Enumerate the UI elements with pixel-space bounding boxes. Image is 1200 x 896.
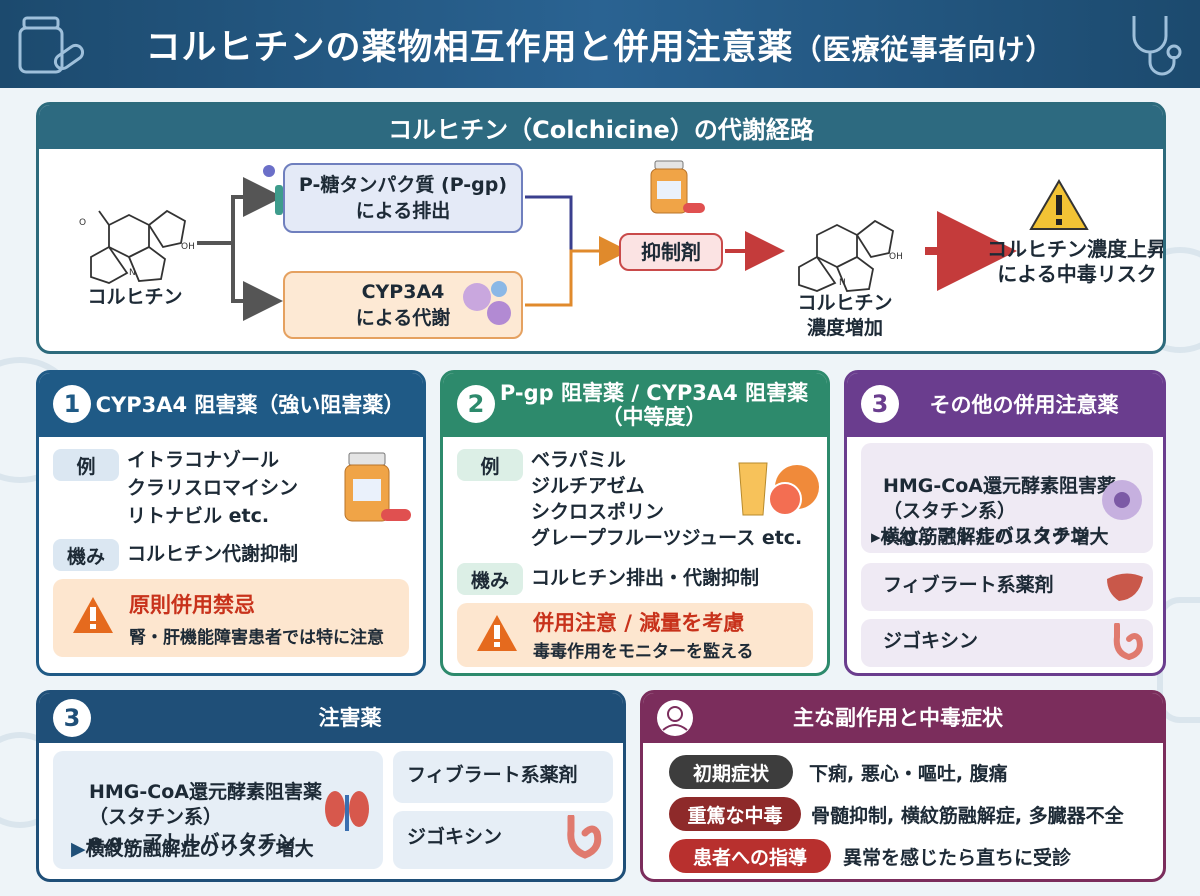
card2-example-0: ベラパミル (531, 449, 626, 471)
svg-text:O: O (79, 218, 86, 228)
enzyme-cell-icon (463, 281, 511, 325)
card-pgp-moderate: 2 P-gp 阻害薬 / CYP3A4 阻害薬 （中等度） 例 ベラパミル ジル… (440, 370, 830, 676)
colchicine-label: コルヒチン (87, 286, 183, 308)
liver-icon (1107, 573, 1143, 601)
card4-title: 3 注害薬 (39, 693, 623, 743)
card-other-drugs: 3 その他の併用注意薬 HMG-CoA還元酵素阻害薬 （スタチン系） e.g..… (844, 370, 1166, 676)
side-effect-tag-1: 重篤な中毒 (669, 797, 801, 831)
card1-example-2: リトナビル etc. (127, 505, 270, 527)
side-effect-text-1: 骨髄抑制, 横紋筋融解症, 多臓器不全 (811, 805, 1124, 827)
page-header: コルヒチンの薬物相互作用と併用注意薬（医療従事者向け） (0, 0, 1200, 88)
stomach-icon (1113, 623, 1143, 661)
stethoscope-icon (1132, 16, 1182, 76)
warning-triangle-icon (1029, 179, 1089, 230)
medicine-bottle-icon (650, 160, 705, 214)
cyp3a4-metabolism-box: CYP3A4 による代謝 (283, 271, 523, 339)
svg-text:N: N (129, 268, 136, 278)
concentration-increase-label: コルヒチン 濃度増加 (797, 292, 893, 339)
card1-warning-sub: 腎・肝機能障害患者では特に注意 (129, 628, 384, 648)
inhibitor-box: 抑制剤 (619, 233, 723, 271)
card3-fibrate-box: フィブラート系薬剤 (861, 563, 1153, 611)
card1-mechanism-tag: 機み (53, 539, 119, 571)
card3-statin-risk: ▸横紋筋融解症のリスク増大 (871, 526, 1109, 548)
card4-statin-risk: ▶横紋筋融解症のリスク増大 (71, 838, 314, 860)
pgp-efflux-box: P-糖タンパク質 (P-gp) による排出 (283, 163, 523, 233)
card4-digoxin-box: ジゴキシン (393, 811, 613, 869)
toxicity-risk-label: コルヒチン濃度上昇 による中毒リスク (987, 237, 1166, 286)
side-effect-tag-0: 初期症状 (669, 755, 793, 789)
svg-text:OH: OH (889, 252, 903, 262)
patient-icon (657, 700, 693, 736)
metabolism-pathway-panel: コルヒチン（Colchicine）の代謝経路 O OH N コルヒチン (36, 102, 1166, 354)
medicine-bottle-icon (344, 452, 411, 522)
card4-number: 3 (53, 699, 91, 737)
side-effect-text-2: 異常を感じたら直ちに受診 (843, 847, 1072, 869)
card2-mechanism-tag: 機み (457, 563, 523, 595)
card-interacting-drugs: 3 注害薬 HMG-CoA還元酵素阻害薬 （スタチン系） e.g.. アトルバス… (36, 690, 626, 882)
card-cyp3a4-strong: 1 CYP3A4 阻害薬（強い阻害薬） 例 イトラコナゾール クラリスロマイシン… (36, 370, 426, 676)
card2-number: 2 (457, 385, 495, 423)
grapefruit-juice-icon (738, 462, 819, 516)
card1-title: 1 CYP3A4 阻害薬（強い阻害薬） (39, 373, 423, 437)
card4-fibrate-box: フィブラート系薬剤 (393, 751, 613, 803)
card1-example-0: イトラコナゾール (127, 449, 280, 471)
card2-example-tag: 例 (457, 449, 523, 481)
warning-icon (477, 615, 517, 651)
card1-warning-box: 原則併用禁忌 腎・肝機能障害患者では特に注意 (53, 579, 409, 657)
side-effect-tag-2: 患者への指導 (669, 839, 831, 873)
card2-example-3: グレープフルーツジュース etc. (531, 527, 803, 549)
kidney-icon (325, 791, 369, 831)
card2-example-2: シクロスポリン (531, 501, 665, 523)
svg-text:N: N (839, 278, 846, 288)
card1-example-tag: 例 (53, 449, 119, 481)
card1-example-1: クラリスロマイシン (127, 477, 299, 499)
card1-warning-title: 原則併用禁忌 (129, 593, 255, 617)
card2-title: 2 P-gp 阻害薬 / CYP3A4 阻害薬 （中等度） (443, 373, 827, 437)
card-side-effects: 主な副作用と中毒症状 初期症状 下痢, 悪心・嘔吐, 腹痛 重篤な中毒 骨髄抑制… (640, 690, 1166, 882)
page-title: コルヒチンの薬物相互作用と併用注意薬（医療従事者向け） (145, 27, 1055, 68)
card2-mechanism: コルヒチン排出・代謝抑制 (531, 567, 760, 589)
warning-icon (73, 597, 113, 633)
pathway-title: コルヒチン（Colchicine）の代謝経路 (39, 105, 1163, 149)
card3-number: 3 (861, 385, 899, 423)
pathway-arrows (197, 177, 1017, 321)
card2-warning-box: 併用注意 / 減量を考慮 毒毒作用をモニターを監える (457, 603, 813, 667)
card3-title: 3 その他の併用注意薬 (847, 373, 1163, 437)
card3-digoxin-box: ジゴキシン (861, 619, 1153, 667)
card2-warning-title: 併用注意 / 減量を考慮 (533, 611, 745, 635)
muscle-cell-icon (1102, 480, 1142, 520)
card2-example-1: ジルチアゼム (531, 475, 645, 497)
side-effect-text-0: 下痢, 悪心・嘔吐, 腹痛 (809, 763, 1008, 785)
svg-text:OH: OH (181, 242, 195, 252)
card5-title: 主な副作用と中毒症状 (643, 693, 1163, 743)
card1-mechanism: コルヒチン代謝抑制 (127, 543, 299, 565)
card1-number: 1 (53, 385, 91, 423)
card2-warning-sub: 毒毒作用をモニターを監える (533, 642, 754, 662)
colchicine-molecule-icon-2: OH N (798, 219, 903, 292)
stomach-icon (567, 815, 602, 859)
colchicine-molecule-icon: O OH N (79, 209, 195, 284)
pill-bottle-icon (18, 16, 85, 74)
